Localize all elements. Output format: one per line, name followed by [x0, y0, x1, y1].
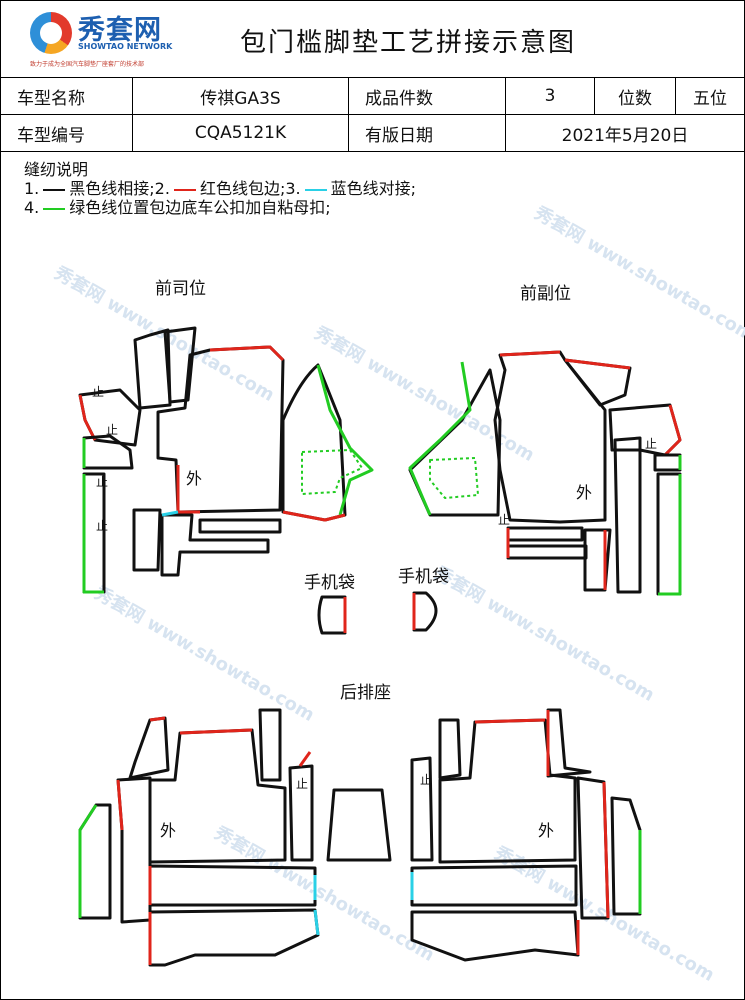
stop-mark: 止	[420, 773, 432, 787]
model-code-value: CQA5121K	[132, 114, 349, 152]
label-phone-bag-left: 手机袋	[304, 573, 355, 593]
model-name-value: 传祺GA3S	[132, 77, 349, 115]
notes-line-1: 1.黑色线相接;2.红色线包边;3.蓝色线对接;	[24, 179, 417, 198]
info-row: 车型编号 CQA5121K 有版日期 2021年5月20日	[0, 114, 745, 152]
stop-mark: 止	[296, 777, 308, 791]
logo-brand: 秀套网	[78, 15, 162, 46]
outer-label: 外	[160, 821, 176, 840]
driver-phone-bag-outline	[301, 449, 363, 495]
front-driver-mat: 外 止 止 止 止	[78, 326, 374, 594]
passenger-phone-bag-outline	[429, 457, 479, 499]
date-value: 2021年5月20日	[505, 114, 745, 152]
model-code-label: 车型编号	[0, 114, 133, 152]
rear-left-main	[148, 728, 287, 864]
rear-mat: 外 外 止 止	[78, 708, 642, 967]
stop-mark: 止	[96, 519, 108, 533]
showtao-logo: 秀套网 SHOWTAO NETWORK 致力于成为全国汽车脚垫厂座套厂的技术部	[22, 6, 192, 68]
logo-subtitle: SHOWTAO NETWORK	[78, 42, 173, 51]
rear-middle-piece	[326, 788, 392, 862]
phone-bag-left	[317, 595, 347, 635]
outer-label: 外	[186, 469, 202, 488]
blue-line-swatch	[304, 188, 327, 191]
logo-tagline: 致力于成为全国汽车脚垫厂座套厂的技术部	[30, 61, 145, 68]
stop-mark: 止	[645, 437, 657, 451]
phone-bag-right	[412, 591, 438, 632]
label-rear: 后排座	[340, 683, 391, 703]
header: 秀套网 SHOWTAO NETWORK 致力于成为全国汽车脚垫厂座套厂的技术部 …	[0, 0, 745, 78]
label-front-passenger: 前副位	[520, 284, 571, 304]
stop-mark: 止	[92, 385, 104, 399]
label-front-driver: 前司位	[155, 279, 206, 299]
stop-mark: 止	[498, 513, 510, 527]
sewing-notes: 缝纫说明 1.黑色线相接;2.红色线包边;3.蓝色线对接; 4.绿色线位置包边底…	[24, 160, 416, 217]
page-title: 包门槛脚垫工艺拼接示意图	[240, 28, 577, 58]
black-line-swatch	[43, 188, 66, 191]
outer-label: 外	[538, 821, 554, 840]
outer-label: 外	[576, 483, 592, 502]
seats-label: 位数	[594, 77, 676, 115]
green-line-swatch	[43, 207, 66, 210]
stop-mark: 止	[96, 475, 108, 489]
label-phone-bag-right: 手机袋	[398, 567, 449, 587]
red-line-swatch	[173, 188, 196, 191]
stop-mark: 止	[106, 423, 118, 437]
pieces-value: 3	[505, 77, 595, 115]
notes-heading: 缝纫说明	[24, 160, 89, 179]
seats-value: 五位	[675, 77, 745, 115]
passenger-main-piece	[493, 350, 607, 524]
info-table: 车型名称 传祺GA3S 成品件数 3 位数 五位 车型编号 CQA5121K 有…	[0, 77, 745, 152]
front-passenger-mat: 外 止 止	[408, 350, 682, 596]
notes-line-2: 4.绿色线位置包边底车公扣加自粘母扣;	[24, 198, 331, 217]
pieces-label: 成品件数	[348, 77, 506, 115]
